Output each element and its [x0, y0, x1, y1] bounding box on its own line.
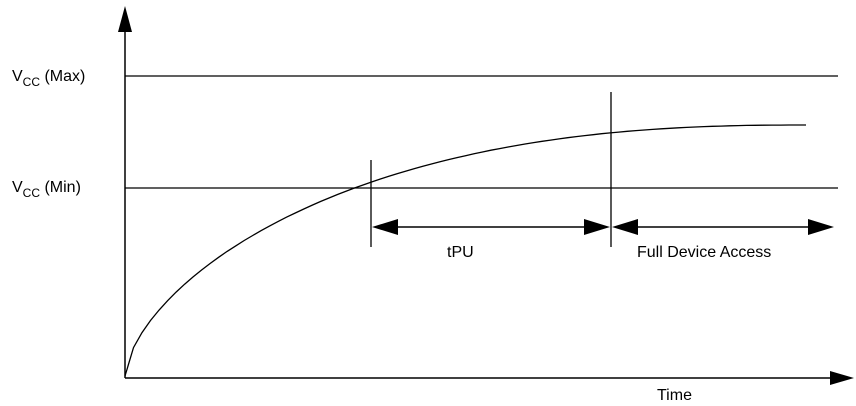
access-arrow-left-head	[612, 219, 638, 235]
tpu-arrow-left-head	[372, 219, 398, 235]
vcc-max-label: VCC (Max)	[12, 68, 85, 89]
vcc-ramp-curve	[124, 124, 806, 377]
x-axis-arrowhead	[830, 371, 854, 385]
vcc-min-label: VCC (Min)	[12, 179, 81, 200]
tpu-arrow-right-head	[584, 219, 610, 235]
y-axis-arrowhead	[118, 6, 132, 32]
time-axis-label: Time	[657, 387, 692, 404]
tpu-label: tPU	[447, 244, 474, 261]
access-arrow-right-head	[808, 219, 834, 235]
full-device-access-label: Full Device Access	[637, 244, 771, 261]
